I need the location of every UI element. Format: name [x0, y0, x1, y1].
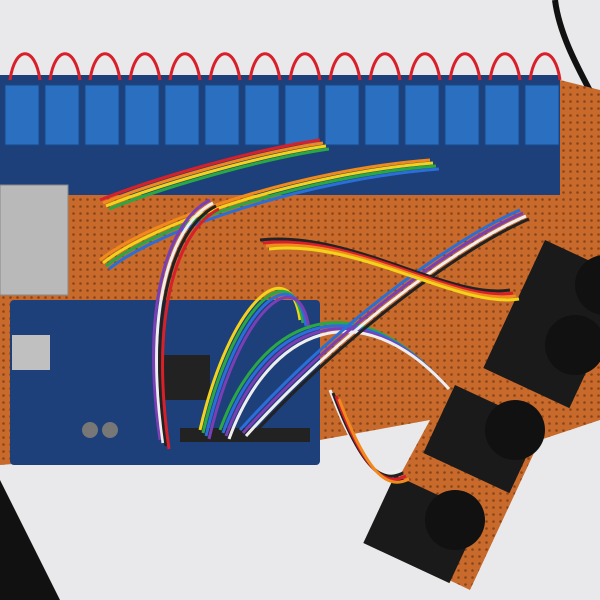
joystick-modules: [363, 240, 600, 584]
wire: [99, 138, 321, 202]
power-supply-module: [0, 184, 69, 296]
relay: [324, 84, 360, 146]
wire: [247, 217, 530, 441]
wire: [259, 237, 511, 293]
wire: [99, 158, 431, 262]
wire: [161, 207, 220, 450]
wire: [241, 211, 524, 435]
wire: [207, 295, 311, 440]
wire: [238, 208, 521, 432]
wire: [102, 161, 434, 265]
relay: [4, 84, 40, 146]
relay: [404, 84, 440, 146]
relay: [204, 84, 240, 146]
relay-module-row: [0, 52, 562, 195]
wire: [152, 198, 211, 441]
red-wire-loop: [88, 52, 122, 81]
red-wire-loop: [168, 52, 202, 81]
wire: [244, 214, 527, 438]
relay: [124, 84, 160, 146]
wire: [108, 147, 330, 211]
wire: [105, 144, 327, 208]
red-wire-loop: [528, 52, 562, 81]
wire: [262, 240, 514, 296]
wire: [155, 201, 214, 444]
wire: [268, 246, 520, 302]
relay: [484, 84, 520, 146]
wire: [108, 167, 440, 271]
joystick-cap: [545, 315, 600, 375]
red-wire-loop: [448, 52, 482, 81]
red-wire-loop: [8, 52, 42, 81]
relay: [164, 84, 200, 146]
wire: [337, 398, 410, 484]
joystick-cap: [575, 255, 600, 315]
red-wire-loop: [128, 52, 162, 81]
red-wire-loop: [328, 52, 362, 81]
wire: [105, 164, 437, 268]
wire: [227, 330, 451, 440]
wire: [265, 243, 517, 299]
red-wire-loop: [368, 52, 402, 81]
dark-corner: [0, 480, 60, 600]
joystick-cap: [425, 490, 485, 550]
red-wire-loop: [488, 52, 522, 81]
relay: [44, 84, 80, 146]
red-wire-loop: [408, 52, 442, 81]
relay: [444, 84, 480, 146]
wire: [158, 204, 217, 447]
relay: [284, 84, 320, 146]
red-wire-loop: [288, 52, 322, 81]
relay: [364, 84, 400, 146]
jumper-wires: [99, 138, 530, 484]
red-wire-loop: [208, 52, 242, 81]
red-wire-loop: [48, 52, 82, 81]
relay: [244, 84, 280, 146]
joystick-cap: [485, 400, 545, 460]
relay: [524, 84, 560, 146]
wire: [102, 141, 324, 205]
relay: [84, 84, 120, 146]
red-wire-loop: [248, 52, 282, 81]
